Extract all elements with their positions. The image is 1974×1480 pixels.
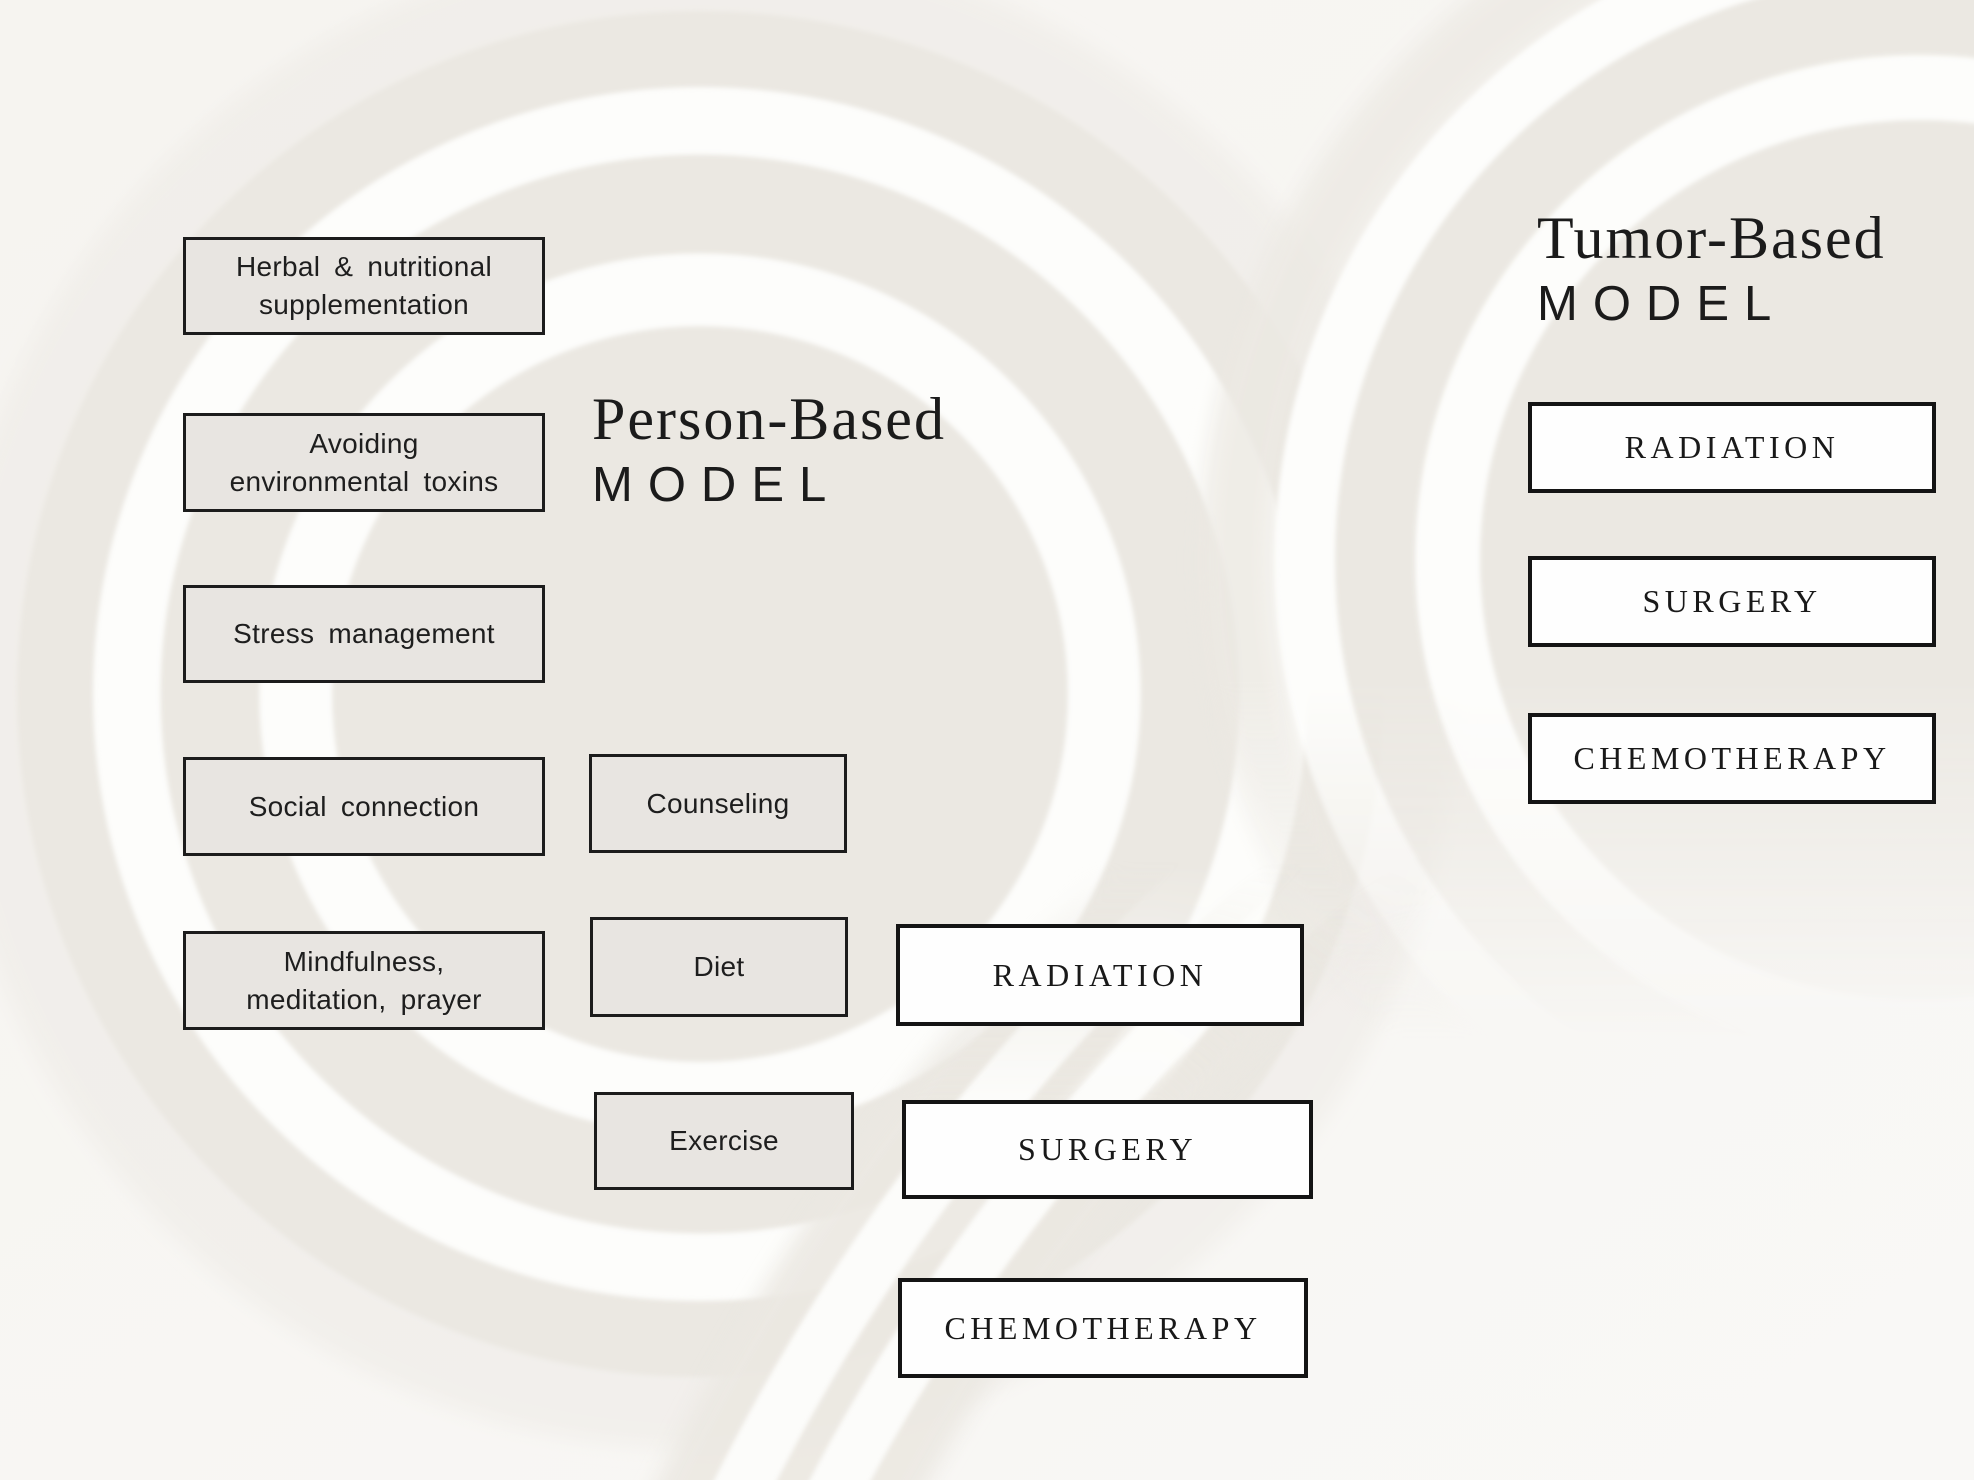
tumor-model-title: Tumor-Based — [1537, 205, 1886, 271]
lifestyle-box-counseling: Counseling — [589, 754, 847, 853]
tumor-model-title-block: Tumor-Based MODEL — [1537, 205, 1886, 333]
tumor-model-subtitle: MODEL — [1537, 277, 1787, 331]
lifestyle-box-social-connection: Social connection — [183, 757, 545, 856]
lifestyle-box-label: Mindfulness, meditation, prayer — [246, 945, 482, 1015]
person-model-title: Person-Based — [592, 386, 946, 452]
person-treatment-box-surgery: SURGERY — [902, 1100, 1313, 1199]
lifestyle-box-label: Counseling — [646, 787, 790, 819]
lifestyle-box-exercise: Exercise — [594, 1092, 854, 1190]
person-treatment-box-chemotherapy: CHEMOTHERAPY — [898, 1278, 1308, 1378]
treatment-box-label: RADIATION — [992, 956, 1208, 993]
lifestyle-box-label: Stress management — [233, 618, 495, 649]
ring — [1275, 0, 1974, 1205]
lifestyle-box-mindfulness: Mindfulness, meditation, prayer — [183, 931, 545, 1030]
treatment-box-label: RADIATION — [1624, 429, 1840, 465]
lifestyle-box-label: Herbal & nutritional supplementation — [235, 251, 493, 320]
tumor-treatment-box-chemotherapy: CHEMOTHERAPY — [1528, 713, 1936, 804]
lifestyle-box-label: Exercise — [669, 1125, 779, 1156]
ring — [1335, 0, 1974, 1145]
treatment-box-label: SURGERY — [1642, 583, 1822, 619]
treatment-box-label: CHEMOTHERAPY — [1573, 740, 1891, 776]
tumor-treatment-box-surgery: SURGERY — [1528, 556, 1936, 647]
tumor-treatment-box-radiation: RADIATION — [1528, 402, 1936, 493]
lifestyle-box-environmental-toxins: Avoiding environmental toxins — [183, 413, 545, 512]
lifestyle-box-stress-management: Stress management — [183, 585, 545, 683]
lifestyle-box-label: Social connection — [248, 790, 480, 822]
ring — [1200, 0, 1974, 1280]
lifestyle-box-label: Diet — [693, 951, 745, 982]
lifestyle-box-herbal-supplementation: Herbal & nutritional supplementation — [183, 237, 545, 335]
ring — [1415, 55, 1974, 1065]
person-model-title-block: Person-Based MODEL — [592, 386, 946, 514]
lifestyle-box-diet: Diet — [590, 917, 848, 1017]
lifestyle-box-label: Avoiding environmental toxins — [229, 427, 499, 497]
person-model-subtitle: MODEL — [592, 458, 842, 512]
person-treatment-box-radiation: RADIATION — [896, 924, 1304, 1026]
treatment-box-label: CHEMOTHERAPY — [944, 1309, 1262, 1346]
treatment-box-label: SURGERY — [1017, 1131, 1198, 1167]
